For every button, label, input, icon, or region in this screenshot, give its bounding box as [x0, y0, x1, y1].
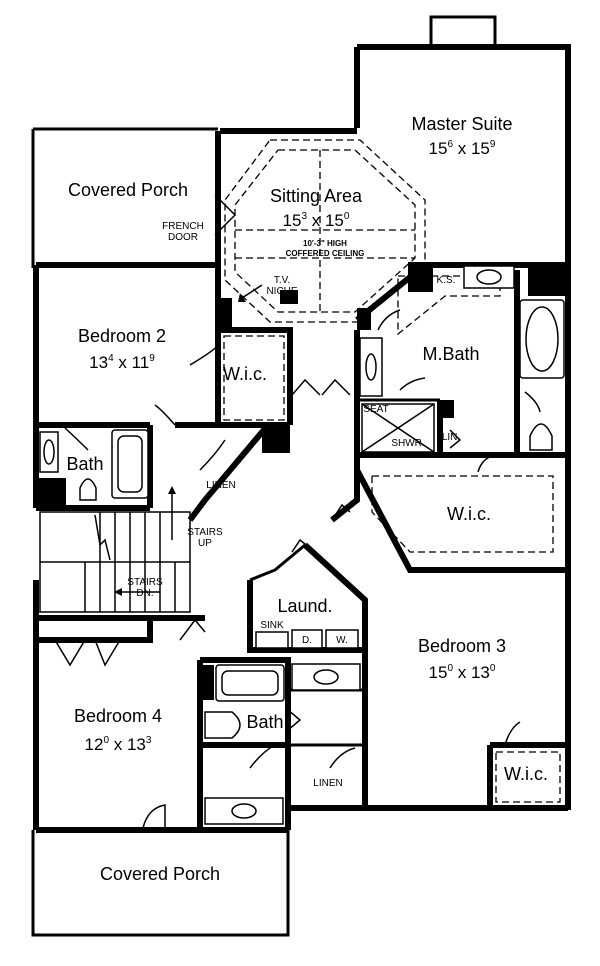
linen-closet-label-master: LIN.	[442, 432, 460, 443]
dryer-label: D.	[302, 635, 312, 646]
seat-label: SEAT	[363, 404, 388, 415]
staircase	[39, 486, 191, 613]
stair-treads	[84, 512, 176, 612]
toilet-left	[79, 478, 97, 501]
tv-niche-label-1: T.V.	[274, 275, 290, 286]
laundry-sink	[255, 631, 289, 649]
washer-label: W.	[336, 635, 348, 646]
bath-left-name: Bath	[66, 454, 103, 474]
bedroom4-name: Bedroom 4	[74, 706, 162, 726]
linen-center-label: LINEN	[313, 778, 342, 789]
bedroom2-dimensions: 134 x 119	[89, 353, 155, 372]
sitting-area-dimensions: 153 x 150	[283, 211, 350, 230]
bath-center-name: Bath	[246, 712, 283, 732]
master-toilet	[529, 423, 553, 451]
bedroom3-dimensions: 150 x 130	[429, 663, 496, 682]
stairs-dn-label-1: STAIRS	[127, 577, 163, 588]
ceiling-note-1: 10'-3" HIGH	[303, 239, 347, 248]
tv-niche-arrow	[238, 284, 263, 302]
master-bath-name: M.Bath	[422, 344, 479, 364]
exterior-walls	[31, 15, 571, 937]
interior-walls	[36, 262, 568, 830]
closet-outlines	[223, 275, 561, 803]
bedroom3-name: Bedroom 3	[418, 636, 506, 656]
french-door-label-2: DOOR	[168, 232, 198, 243]
master-wic-label: W.i.c.	[447, 504, 491, 524]
stairs-up-label-1: STAIRS	[187, 527, 223, 538]
master-suite-dimensions: 156 x 159	[429, 139, 496, 158]
structural-columns	[36, 262, 568, 700]
room-labels: Master Suite 156 x 159 Sitting Area 153 …	[66, 114, 548, 884]
tv-niche-label-2: NICHE	[266, 286, 297, 297]
dryer	[291, 629, 323, 649]
sitting-area-name: Sitting Area	[270, 186, 363, 206]
sitting-area-ceiling	[224, 139, 426, 323]
stairs-dn-label-2: DN.	[136, 588, 153, 599]
sink-label: SINK	[260, 620, 284, 631]
bedroom3-wic-label: W.i.c.	[504, 764, 548, 784]
covered-porch-top-name: Covered Porch	[68, 180, 188, 200]
covered-porch-bottom-name: Covered Porch	[100, 864, 220, 884]
ceiling-note-2: COFFERED CEILING	[286, 249, 365, 258]
ks-label: K.S.	[437, 275, 456, 286]
shower-label: SHWR.	[391, 438, 424, 449]
bedroom2-wic-label: W.i.c.	[223, 364, 267, 384]
stairs-up-label-2: UP	[198, 538, 212, 549]
laundry-name: Laund.	[277, 596, 332, 616]
toilet-center	[204, 711, 241, 739]
master-suite-name: Master Suite	[411, 114, 512, 134]
bedroom4-dimensions: 120 x 133	[85, 735, 152, 754]
bedroom2-name: Bedroom 2	[78, 326, 166, 346]
fixtures	[39, 265, 565, 825]
doors	[54, 194, 541, 829]
linen-left-label: LINEN	[206, 480, 235, 491]
french-door-label-1: FRENCH	[162, 221, 204, 232]
washer	[325, 629, 359, 649]
